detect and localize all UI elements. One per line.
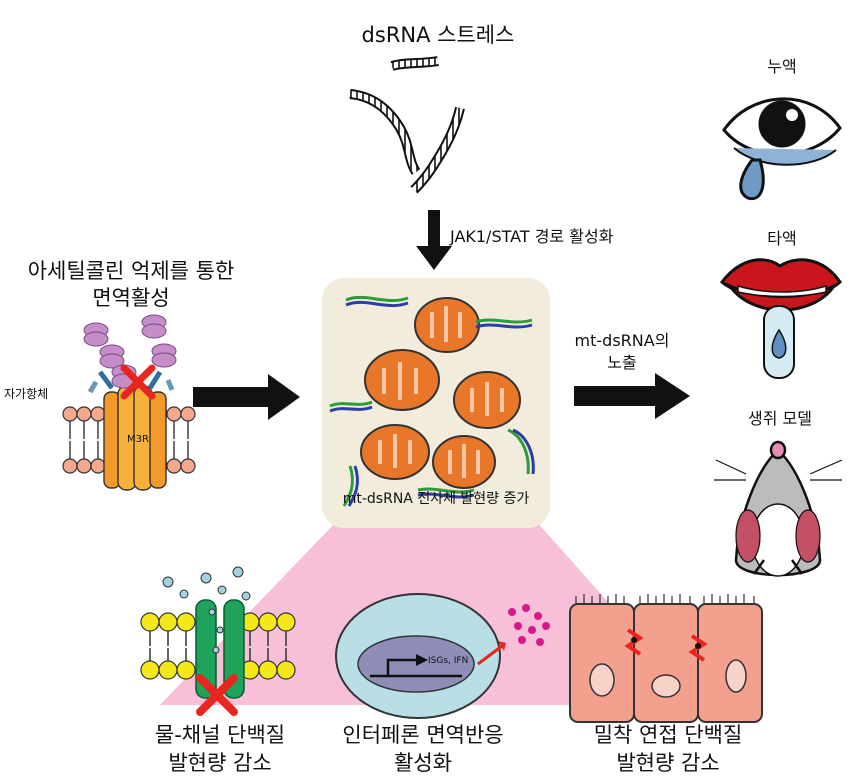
box-caption: mt-dsRNA 전사체 발현량 증가 [342, 491, 530, 507]
m3r-receptor [103, 385, 167, 491]
dsrna-stress-label: dsRNA 스트레스 [361, 23, 515, 47]
ifn-line2: 활성화 [394, 751, 452, 775]
saliva-label: 타액 [767, 229, 797, 248]
mouse-illustration [714, 440, 843, 577]
down-arrow [416, 210, 452, 270]
left-title-line2: 면역활성 [92, 286, 170, 310]
junction-line2: 발현량 감소 [616, 751, 720, 775]
ifn-line1: 인터페론 면역반응 [342, 723, 504, 747]
autoantibodies [87, 370, 175, 394]
block-cross-left [120, 364, 156, 400]
exposure-line2: 노출 [607, 353, 637, 372]
water-channel-line1: 물-채널 단백질 [154, 723, 286, 747]
dsrna-strands [349, 56, 465, 194]
water-channel-line2: 발현량 감소 [168, 751, 272, 775]
m3r-label: M3R [127, 434, 149, 445]
exposure-line1: mt-dsRNA의 [574, 331, 670, 350]
epithelial-cells [569, 594, 763, 723]
junction-line1: 밀착 연접 단백질 [593, 723, 743, 747]
lips-illustration [719, 258, 842, 379]
mt-dsrna-fragments [329, 295, 535, 507]
tears-label: 누액 [767, 57, 797, 76]
mouse-model-label: 생쥐 모델 [748, 409, 812, 428]
water-channel-membrane [140, 566, 296, 716]
eye-illustration [722, 97, 842, 201]
ifn-cell [335, 593, 550, 719]
pathway-label: JAK1/STAT 경로 활성화 [450, 227, 614, 246]
left-right-arrow [193, 374, 300, 420]
mito-cristae [378, 306, 504, 478]
right-arrow [574, 373, 690, 419]
left-title-line1: 아세틸콜린 억제를 통한 [27, 259, 235, 283]
autoantibody-label: 자가항체 [4, 387, 49, 401]
ifn-genes-label: ISGs, IFN [428, 656, 469, 666]
